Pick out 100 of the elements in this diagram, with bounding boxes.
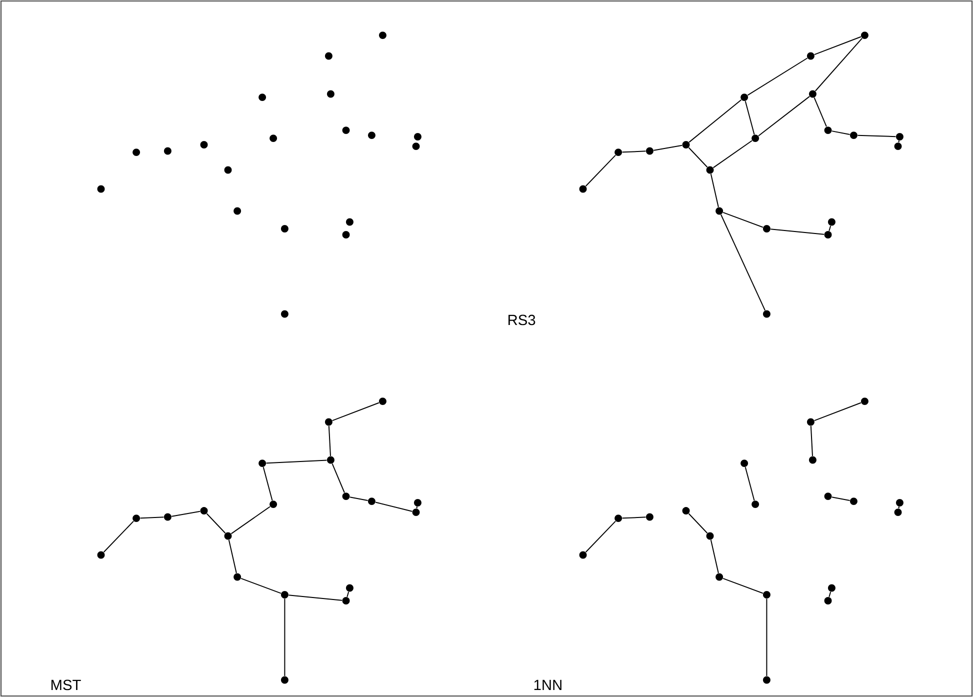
line <box>710 539 719 574</box>
point <box>716 207 724 215</box>
line <box>814 38 863 92</box>
point <box>740 94 748 102</box>
line <box>810 426 813 457</box>
line <box>722 578 764 594</box>
line <box>622 150 646 153</box>
point <box>824 126 832 134</box>
point <box>806 52 814 60</box>
point <box>894 142 902 150</box>
point <box>368 132 376 140</box>
point <box>280 224 288 232</box>
line <box>688 513 708 534</box>
point <box>808 456 816 464</box>
line <box>416 506 418 509</box>
line <box>831 496 850 502</box>
point <box>258 94 266 102</box>
line <box>585 154 616 187</box>
line <box>206 513 226 534</box>
line <box>814 97 827 128</box>
point <box>280 310 288 318</box>
point <box>132 514 140 522</box>
point <box>850 498 858 506</box>
point <box>824 230 832 238</box>
point <box>579 185 587 193</box>
point <box>412 142 420 150</box>
point <box>579 551 587 559</box>
point <box>850 132 858 140</box>
line <box>228 539 237 574</box>
line <box>332 402 380 422</box>
point <box>706 532 714 540</box>
point <box>346 218 354 226</box>
line <box>262 466 273 501</box>
line <box>722 212 764 228</box>
point <box>762 224 770 232</box>
point <box>324 418 332 426</box>
point <box>646 147 654 155</box>
panel-label: 1NN <box>534 680 562 690</box>
point <box>224 532 232 540</box>
point <box>762 310 770 318</box>
point <box>614 148 622 156</box>
point <box>280 676 288 684</box>
point <box>200 506 208 514</box>
point <box>326 456 334 464</box>
point <box>324 52 332 60</box>
line <box>346 591 350 598</box>
line <box>230 506 271 534</box>
point <box>234 207 242 215</box>
point <box>614 514 622 522</box>
line <box>688 147 708 168</box>
point <box>824 596 832 604</box>
point <box>896 498 904 506</box>
point <box>706 166 714 174</box>
point <box>682 506 690 514</box>
point <box>378 32 386 40</box>
line <box>712 140 753 168</box>
line <box>758 96 810 136</box>
point <box>378 398 386 406</box>
point <box>270 500 278 508</box>
line <box>332 463 345 494</box>
point <box>824 492 832 500</box>
point <box>752 500 760 508</box>
line <box>831 130 850 136</box>
point <box>414 498 422 506</box>
line <box>328 426 331 457</box>
line <box>828 225 832 232</box>
line <box>284 598 286 676</box>
line <box>828 591 832 598</box>
point <box>342 492 350 500</box>
point <box>896 132 904 140</box>
line <box>266 460 328 464</box>
line <box>688 99 742 143</box>
point <box>270 134 278 142</box>
line <box>898 140 900 143</box>
line <box>171 510 201 517</box>
point <box>828 218 836 226</box>
line <box>814 402 862 422</box>
line <box>720 214 766 311</box>
point <box>97 185 105 193</box>
panel-label: MST <box>51 680 81 690</box>
point <box>132 148 140 156</box>
point <box>762 590 770 598</box>
line <box>349 496 368 502</box>
point <box>258 460 266 468</box>
line <box>140 516 164 519</box>
line <box>744 466 755 501</box>
point <box>368 498 376 506</box>
point <box>200 140 208 148</box>
point <box>342 126 350 134</box>
point <box>860 32 868 40</box>
line <box>240 578 282 594</box>
line <box>710 173 719 208</box>
point <box>860 398 868 406</box>
line <box>766 598 768 676</box>
line <box>585 520 616 553</box>
line <box>857 134 896 138</box>
line <box>622 516 646 519</box>
point <box>646 513 654 521</box>
line <box>747 58 808 96</box>
point <box>342 230 350 238</box>
